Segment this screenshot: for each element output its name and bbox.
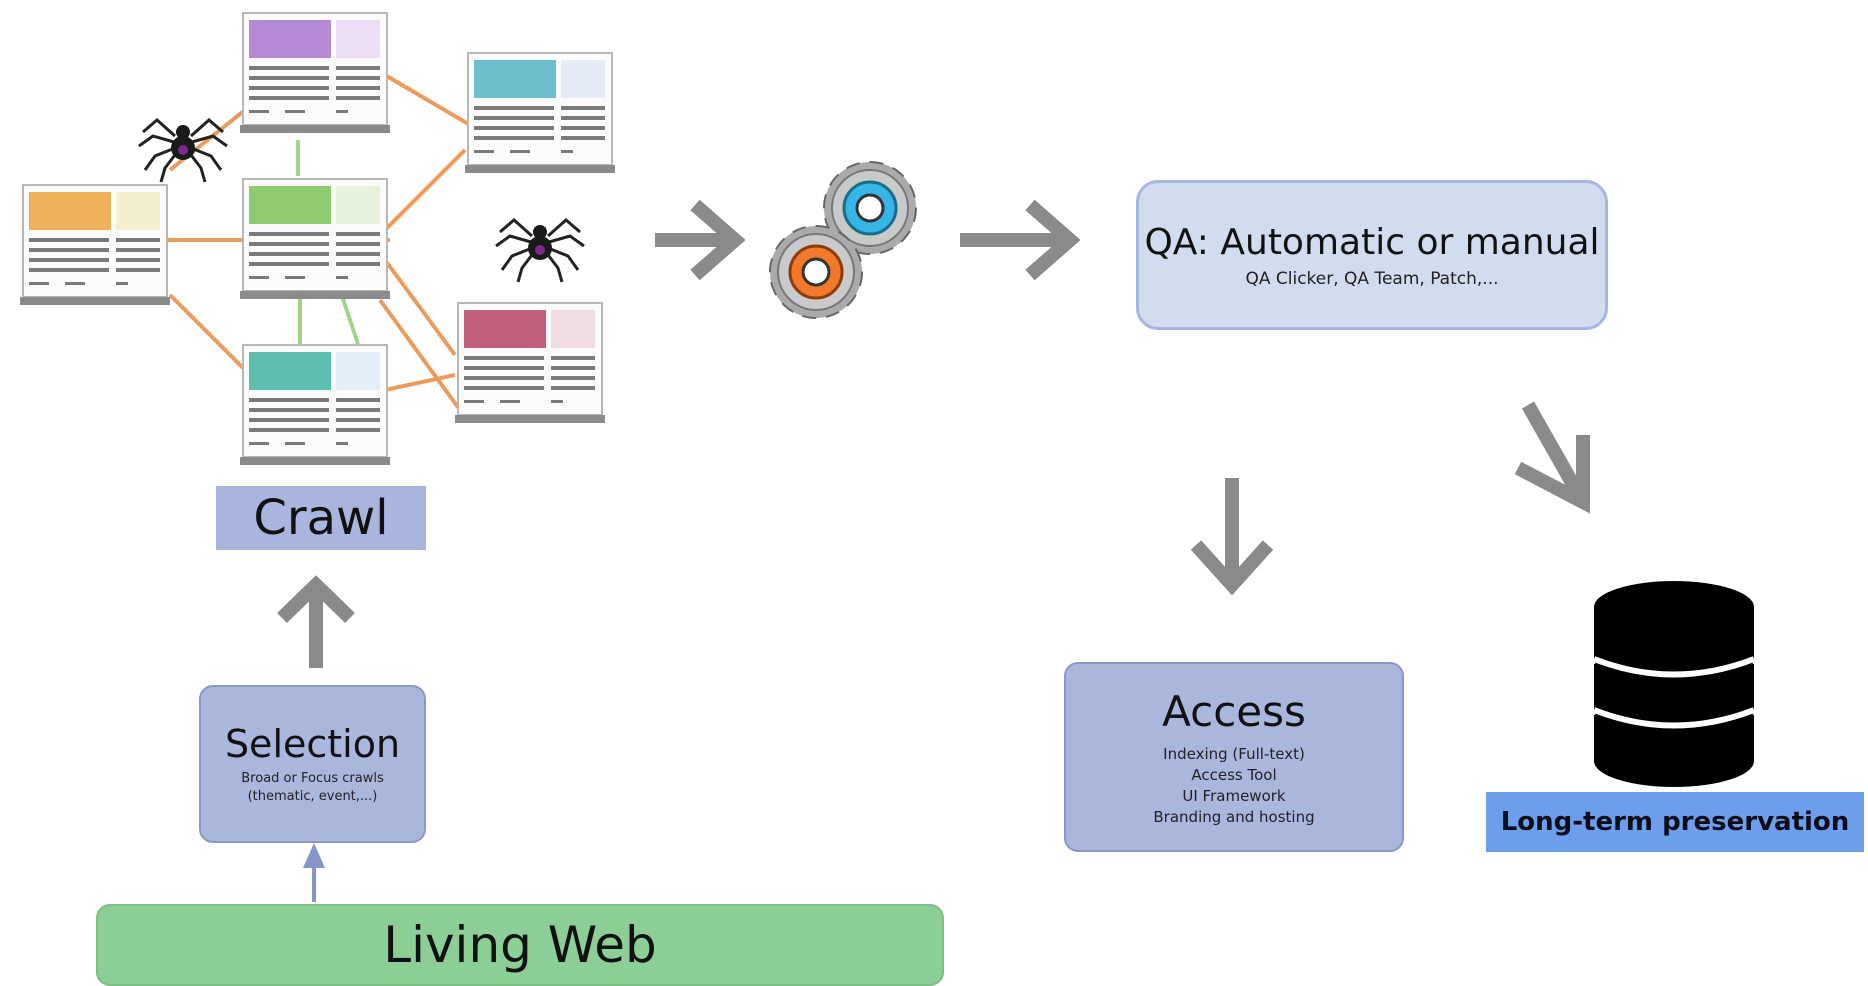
- web-page-icon: [240, 178, 390, 300]
- database-icon: [1592, 581, 1756, 787]
- arrow-icon: [1190, 478, 1274, 596]
- selection-box: Selection Broad or Focus crawls (themati…: [199, 685, 426, 843]
- access-line: UI Framework: [1182, 786, 1286, 805]
- arrow-icon: [960, 199, 1081, 281]
- qa-title: QA: Automatic or manual: [1144, 221, 1600, 263]
- qa-box: QA: Automatic or manual QA Clicker, QA T…: [1136, 180, 1608, 330]
- selection-line: Broad or Focus crawls: [241, 771, 384, 786]
- arrow-icon: [1514, 401, 1590, 514]
- crawl-label: Crawl: [216, 486, 426, 550]
- long-term-preservation-text: Long-term preservation: [1500, 807, 1850, 837]
- arrow-icon: [277, 575, 355, 668]
- access-line: Access Tool: [1191, 765, 1277, 784]
- web-page-icon: [465, 52, 615, 174]
- living-web-label: Living Web: [383, 916, 657, 974]
- web-page-icon: [455, 302, 605, 424]
- living-web-bar: Living Web: [96, 904, 944, 986]
- selection-line: (thematic, event,...): [247, 789, 378, 804]
- long-term-preservation-label: Long-term preservation: [1486, 792, 1864, 852]
- gears-icon: [769, 161, 917, 319]
- access-title: Access: [1162, 686, 1306, 736]
- access-box: Access Indexing (Full-text) Access Tool …: [1064, 662, 1404, 852]
- web-page-icon: [240, 12, 390, 134]
- access-line: Branding and hosting: [1153, 807, 1315, 826]
- access-line: Indexing (Full-text): [1163, 744, 1305, 763]
- crawl-label-text: Crawl: [253, 490, 389, 546]
- selection-title: Selection: [224, 722, 401, 766]
- crawl-links-vertical: [296, 140, 360, 345]
- web-page-icon: [20, 184, 170, 306]
- arrow-icon: [302, 843, 326, 902]
- spider-icon: [495, 218, 585, 283]
- web-page-icon: [240, 344, 390, 466]
- spider-icon: [138, 118, 228, 183]
- arrow-icon: [655, 199, 746, 281]
- qa-subtitle: QA Clicker, QA Team, Patch,...: [1245, 268, 1499, 289]
